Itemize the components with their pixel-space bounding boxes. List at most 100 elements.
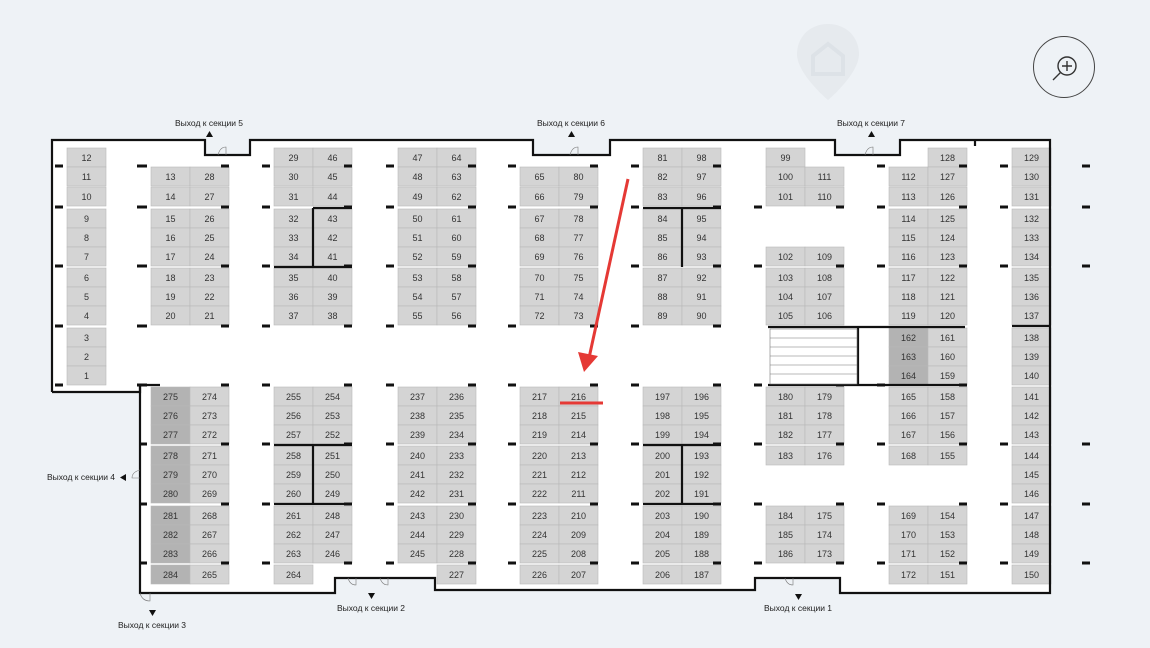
storage-unit-133[interactable]: 133: [1011, 227, 1052, 248]
storage-unit-203[interactable]: 203: [642, 505, 683, 526]
storage-unit-67[interactable]: 67: [519, 208, 560, 229]
storage-unit-8[interactable]: 8: [66, 227, 107, 248]
storage-unit-21[interactable]: 21: [189, 305, 230, 326]
storage-unit-91[interactable]: 91: [681, 286, 722, 307]
storage-unit-237[interactable]: 237: [397, 386, 438, 407]
storage-unit-1[interactable]: 1: [66, 365, 107, 386]
storage-unit-279[interactable]: 279: [150, 464, 191, 485]
storage-unit-54[interactable]: 54: [397, 286, 438, 307]
storage-unit-24[interactable]: 24: [189, 246, 230, 267]
storage-unit-6[interactable]: 6: [66, 267, 107, 288]
storage-unit-43[interactable]: 43: [312, 208, 353, 229]
storage-unit-209[interactable]: 209: [558, 524, 599, 545]
storage-unit-254[interactable]: 254: [312, 386, 353, 407]
storage-unit-152[interactable]: 152: [927, 543, 968, 564]
storage-unit-40[interactable]: 40: [312, 267, 353, 288]
storage-unit-14[interactable]: 14: [150, 186, 191, 207]
storage-unit-165[interactable]: 165: [888, 386, 929, 407]
storage-unit-238[interactable]: 238: [397, 405, 438, 426]
storage-unit-168[interactable]: 168: [888, 445, 929, 466]
storage-unit-120[interactable]: 120: [927, 305, 968, 326]
storage-unit-271[interactable]: 271: [189, 445, 230, 466]
storage-unit-239[interactable]: 239: [397, 424, 438, 445]
storage-unit-145[interactable]: 145: [1011, 464, 1052, 485]
storage-unit-228[interactable]: 228: [436, 543, 477, 564]
storage-unit-64[interactable]: 64: [436, 147, 477, 168]
storage-unit-4[interactable]: 4: [66, 305, 107, 326]
storage-unit-281[interactable]: 281: [150, 505, 191, 526]
storage-unit-200[interactable]: 200: [642, 445, 683, 466]
storage-unit-187[interactable]: 187: [681, 564, 722, 585]
storage-unit-274[interactable]: 274: [189, 386, 230, 407]
storage-unit-192[interactable]: 192: [681, 464, 722, 485]
storage-unit-167[interactable]: 167: [888, 424, 929, 445]
storage-unit-98[interactable]: 98: [681, 147, 722, 168]
storage-unit-158[interactable]: 158: [927, 386, 968, 407]
storage-unit-166[interactable]: 166: [888, 405, 929, 426]
storage-unit-88[interactable]: 88: [642, 286, 683, 307]
storage-unit-55[interactable]: 55: [397, 305, 438, 326]
storage-unit-202[interactable]: 202: [642, 483, 683, 504]
storage-unit-53[interactable]: 53: [397, 267, 438, 288]
storage-unit-123[interactable]: 123: [927, 246, 968, 267]
storage-unit-190[interactable]: 190: [681, 505, 722, 526]
storage-unit-33[interactable]: 33: [273, 227, 314, 248]
storage-unit-12[interactable]: 12: [66, 147, 107, 168]
storage-unit-141[interactable]: 141: [1011, 386, 1052, 407]
storage-unit-138[interactable]: 138: [1011, 327, 1052, 348]
storage-unit-52[interactable]: 52: [397, 246, 438, 267]
storage-unit-99[interactable]: 99: [765, 147, 806, 168]
storage-unit-278[interactable]: 278: [150, 445, 191, 466]
storage-unit-236[interactable]: 236: [436, 386, 477, 407]
storage-unit-182[interactable]: 182: [765, 424, 806, 445]
storage-unit-277[interactable]: 277: [150, 424, 191, 445]
storage-unit-146[interactable]: 146: [1011, 483, 1052, 504]
storage-unit-156[interactable]: 156: [927, 424, 968, 445]
storage-unit-153[interactable]: 153: [927, 524, 968, 545]
storage-unit-176[interactable]: 176: [804, 445, 845, 466]
storage-unit-42[interactable]: 42: [312, 227, 353, 248]
storage-unit-264[interactable]: 264: [273, 564, 314, 585]
storage-unit-162[interactable]: 162: [888, 327, 929, 348]
storage-unit-172[interactable]: 172: [888, 564, 929, 585]
storage-unit-234[interactable]: 234: [436, 424, 477, 445]
storage-unit-188[interactable]: 188: [681, 543, 722, 564]
storage-unit-214[interactable]: 214: [558, 424, 599, 445]
storage-unit-227[interactable]: 227: [436, 564, 477, 585]
storage-unit-25[interactable]: 25: [189, 227, 230, 248]
storage-unit-204[interactable]: 204: [642, 524, 683, 545]
storage-unit-135[interactable]: 135: [1011, 267, 1052, 288]
storage-unit-210[interactable]: 210: [558, 505, 599, 526]
storage-unit-87[interactable]: 87: [642, 267, 683, 288]
storage-unit-194[interactable]: 194: [681, 424, 722, 445]
storage-unit-85[interactable]: 85: [642, 227, 683, 248]
storage-unit-235[interactable]: 235: [436, 405, 477, 426]
storage-unit-220[interactable]: 220: [519, 445, 560, 466]
storage-unit-92[interactable]: 92: [681, 267, 722, 288]
storage-unit-18[interactable]: 18: [150, 267, 191, 288]
storage-unit-169[interactable]: 169: [888, 505, 929, 526]
storage-unit-22[interactable]: 22: [189, 286, 230, 307]
storage-unit-256[interactable]: 256: [273, 405, 314, 426]
storage-unit-102[interactable]: 102: [765, 246, 806, 267]
storage-unit-215[interactable]: 215: [558, 405, 599, 426]
storage-unit-77[interactable]: 77: [558, 227, 599, 248]
storage-unit-41[interactable]: 41: [312, 246, 353, 267]
storage-unit-81[interactable]: 81: [642, 147, 683, 168]
storage-unit-90[interactable]: 90: [681, 305, 722, 326]
storage-unit-113[interactable]: 113: [888, 186, 929, 207]
storage-unit-130[interactable]: 130: [1011, 166, 1052, 187]
storage-unit-189[interactable]: 189: [681, 524, 722, 545]
storage-unit-160[interactable]: 160: [927, 346, 968, 367]
storage-unit-222[interactable]: 222: [519, 483, 560, 504]
storage-unit-184[interactable]: 184: [765, 505, 806, 526]
storage-unit-62[interactable]: 62: [436, 186, 477, 207]
storage-unit-154[interactable]: 154: [927, 505, 968, 526]
storage-unit-115[interactable]: 115: [888, 227, 929, 248]
storage-unit-276[interactable]: 276: [150, 405, 191, 426]
storage-unit-84[interactable]: 84: [642, 208, 683, 229]
storage-unit-151[interactable]: 151: [927, 564, 968, 585]
storage-unit-9[interactable]: 9: [66, 208, 107, 229]
storage-unit-161[interactable]: 161: [927, 327, 968, 348]
storage-unit-136[interactable]: 136: [1011, 286, 1052, 307]
